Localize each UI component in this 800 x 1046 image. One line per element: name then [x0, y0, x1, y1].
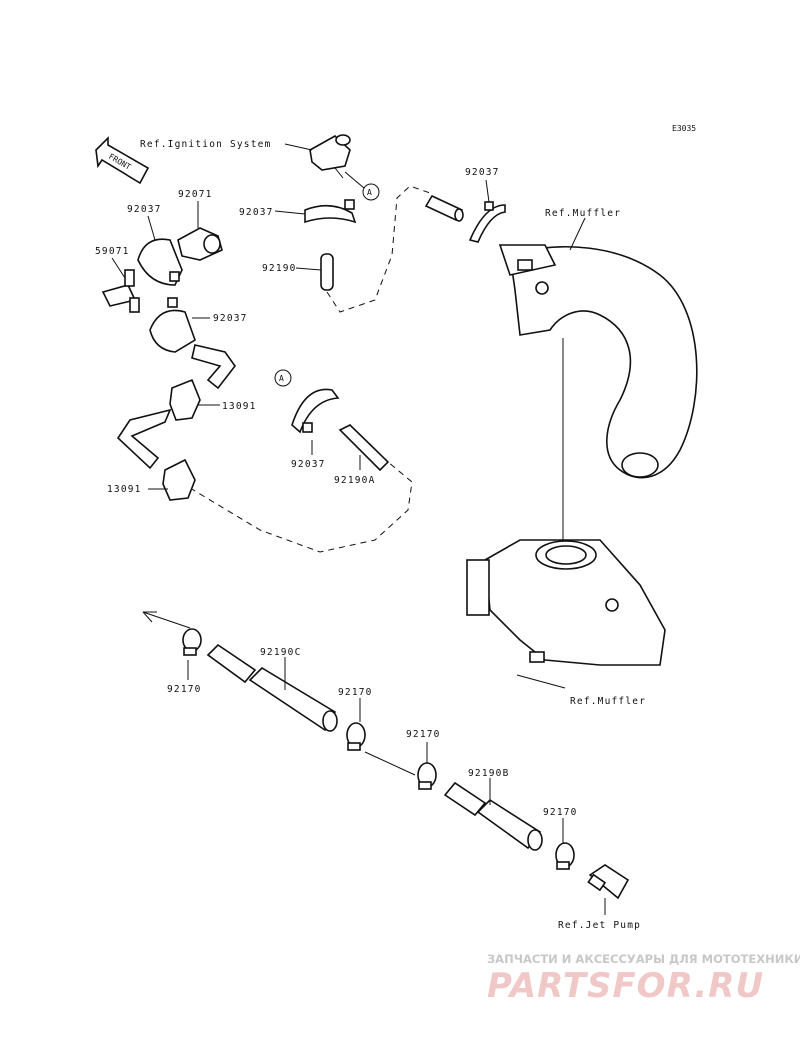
marker-circle [362, 183, 380, 201]
clamp-band-92037 [468, 204, 506, 243]
hose-92190C [206, 643, 338, 732]
label-13091-b: 13091 [107, 484, 142, 495]
ref-muffler-top-label: Ref.Muffler [545, 208, 621, 219]
elbow-hose [191, 344, 236, 390]
clamp-band-92037 [304, 204, 357, 224]
clamp-head [302, 422, 313, 433]
label-92170-c: 92170 [406, 729, 441, 740]
marker-a-1: A [367, 188, 372, 197]
muffler-upper [498, 244, 698, 479]
marker-a-2: A [279, 374, 284, 383]
label-92037-c: 92037 [239, 207, 274, 218]
ref-jet-pump-label: Ref.Jet Pump [558, 920, 641, 931]
clamp-head [167, 297, 178, 308]
label-92170-d: 92170 [543, 807, 578, 818]
hose-92190A [338, 424, 390, 472]
ref-ignition-label: Ref.Ignition System [140, 139, 271, 150]
hose-clamp-92170-3 [417, 762, 437, 790]
label-92071: 92071 [178, 189, 213, 200]
jet-pump-fitting [587, 864, 630, 900]
label-92037-d: 92037 [291, 459, 326, 470]
clamp-head [484, 201, 494, 211]
hose-clamp-92170-4 [555, 842, 575, 870]
label-92170-a: 92170 [167, 684, 202, 695]
label-59071: 59071 [95, 246, 130, 257]
label-92190B: 92190B [468, 768, 510, 779]
label-92170-b: 92170 [338, 687, 373, 698]
hose-92190 [320, 253, 334, 291]
label-92037-a: 92037 [127, 204, 162, 215]
leader-line [344, 171, 365, 189]
fitting-92071 [177, 227, 223, 261]
clamp-band-92037 [149, 309, 196, 353]
leader-line [569, 217, 586, 251]
hose-92190B [443, 781, 543, 851]
leader-line [147, 215, 156, 241]
muffler-lower [466, 539, 666, 666]
hose-clamp-92170-1 [182, 628, 202, 656]
clamp-head [169, 271, 180, 282]
hose-end [454, 208, 464, 222]
label-92190C: 92190C [260, 647, 302, 658]
leader-line [111, 257, 126, 279]
label-92190A: 92190A [334, 475, 376, 486]
label-92037-b: 92037 [213, 313, 248, 324]
fitting-59071 [101, 269, 140, 313]
front-arrow-icon: FRONT [95, 136, 150, 185]
watermark-brand: PARTSFOR.RU [487, 966, 764, 1006]
leader-line [485, 179, 490, 203]
hose-clamp-92170-2 [346, 722, 366, 751]
leader-line [516, 674, 566, 689]
label-92037-e: 92037 [465, 167, 500, 178]
hose-route-lower [189, 461, 413, 553]
part-13091-upper [169, 378, 201, 421]
diagram-code: E3035 [672, 124, 696, 133]
direction-arrow-icon [142, 611, 157, 623]
alignment-line [364, 751, 416, 776]
direction-line [142, 611, 191, 629]
marker-circle [274, 369, 292, 387]
label-92190: 92190 [262, 263, 297, 274]
ref-muffler-bottom-label: Ref.Muffler [570, 696, 646, 707]
clamp-head [344, 199, 355, 210]
leader-line [284, 143, 313, 151]
bent-hose [116, 408, 172, 470]
leader-line [295, 267, 322, 271]
part-13091-lower [162, 458, 196, 501]
label-13091-a: 13091 [222, 401, 257, 412]
leader-line [274, 210, 306, 215]
clamp-band-92037 [291, 388, 340, 434]
hose-route-upper [326, 185, 431, 313]
ignition-connector [309, 134, 351, 179]
watermark-tagline: ЗАПЧАСТИ И АКСЕССУАРЫ ДЛЯ МОТОТЕХНИКИ [487, 952, 800, 966]
